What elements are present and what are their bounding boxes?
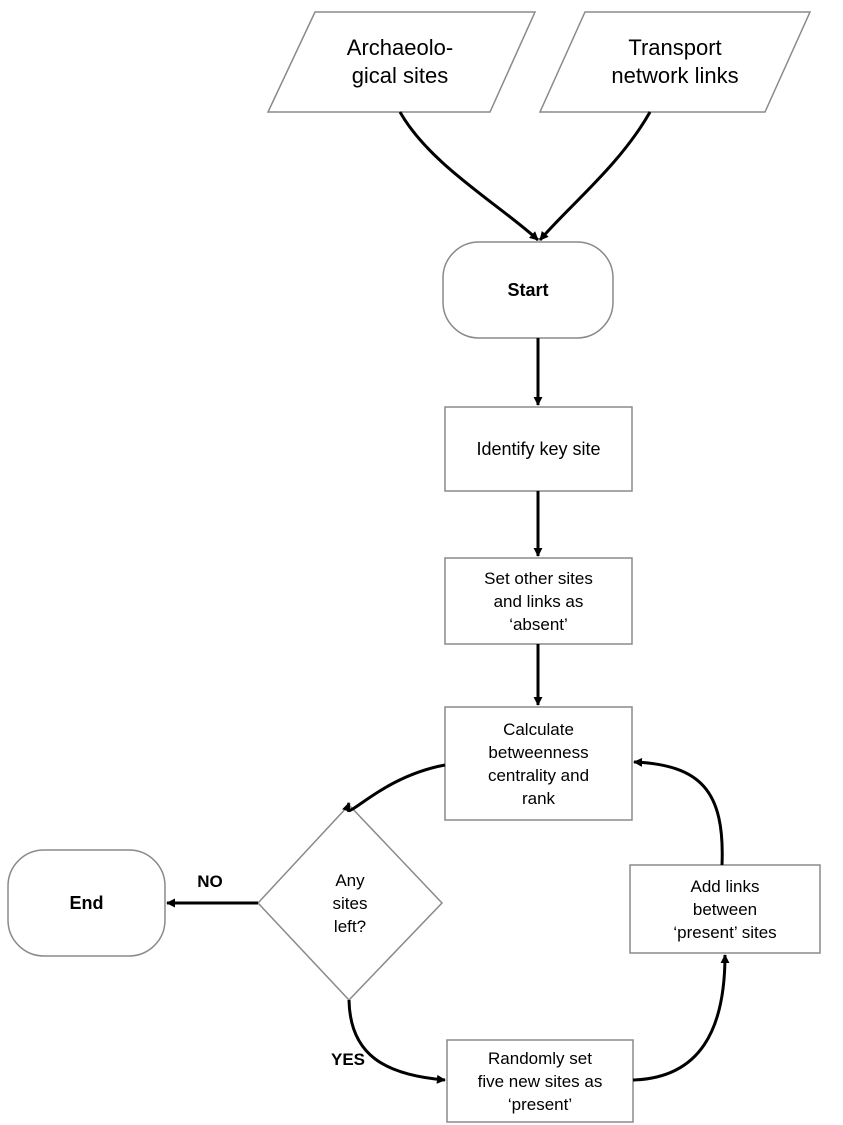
set-absent-shape [444, 557, 633, 645]
start-label: Start [507, 280, 549, 300]
transport-links-node: Transport network links [565, 14, 785, 110]
set-absent-label: Set other sites and links as ‘absent’ [484, 568, 593, 634]
transport-links-shape [538, 11, 812, 113]
no-label-text: NO [197, 871, 223, 891]
archaeological-sites-label: Archaeolo- gical sites [346, 35, 454, 88]
set-absent-node: Set other sites and links as ‘absent’ [445, 558, 632, 644]
start-node: Start [443, 242, 613, 338]
end-node: End [8, 850, 165, 956]
arrow-sites-to-start [398, 111, 540, 242]
transport-links-label: Transport network links [611, 35, 739, 88]
arrow-calculate-to-decision [342, 763, 446, 813]
add-links-shape [629, 864, 821, 954]
end-label: End [69, 893, 104, 913]
randomly-set-node: Randomly set five new sites as ‘present’ [447, 1040, 633, 1122]
arrow-add-links-to-calculate [633, 757, 724, 866]
randomly-set-shape [446, 1039, 634, 1123]
calculate-node: Calculate betweenness centrality and ran… [445, 707, 632, 820]
any-sites-left-node: Any sites left? [295, 855, 405, 951]
end-shape [7, 849, 166, 957]
arrow-decision-to-randomly-set [347, 999, 446, 1084]
calculate-label: Calculate betweenness centrality and ran… [487, 719, 590, 808]
arrow-randomly-set-to-add-links [632, 954, 730, 1082]
calculate-shape [444, 706, 633, 821]
yes-edge-label: YES [318, 1046, 378, 1072]
identify-key-site-label: Identify key site [476, 439, 601, 459]
arrow-links-to-start [538, 111, 652, 241]
archaeological-sites-shape [266, 11, 537, 113]
add-links-label: Add links between ‘present’ sites [673, 876, 777, 942]
archaeological-sites-node: Archaeolo- gical sites [290, 14, 510, 110]
any-sites-left-label: Any sites left? [332, 870, 368, 936]
add-links-node: Add links between ‘present’ sites [630, 865, 820, 953]
identify-key-site-node: Identify key site [445, 407, 632, 491]
randomly-set-label: Randomly set five new sites as ‘present’ [477, 1048, 603, 1114]
start-shape [442, 241, 614, 339]
yes-label-text: YES [330, 1049, 366, 1069]
no-edge-label: NO [185, 868, 235, 894]
